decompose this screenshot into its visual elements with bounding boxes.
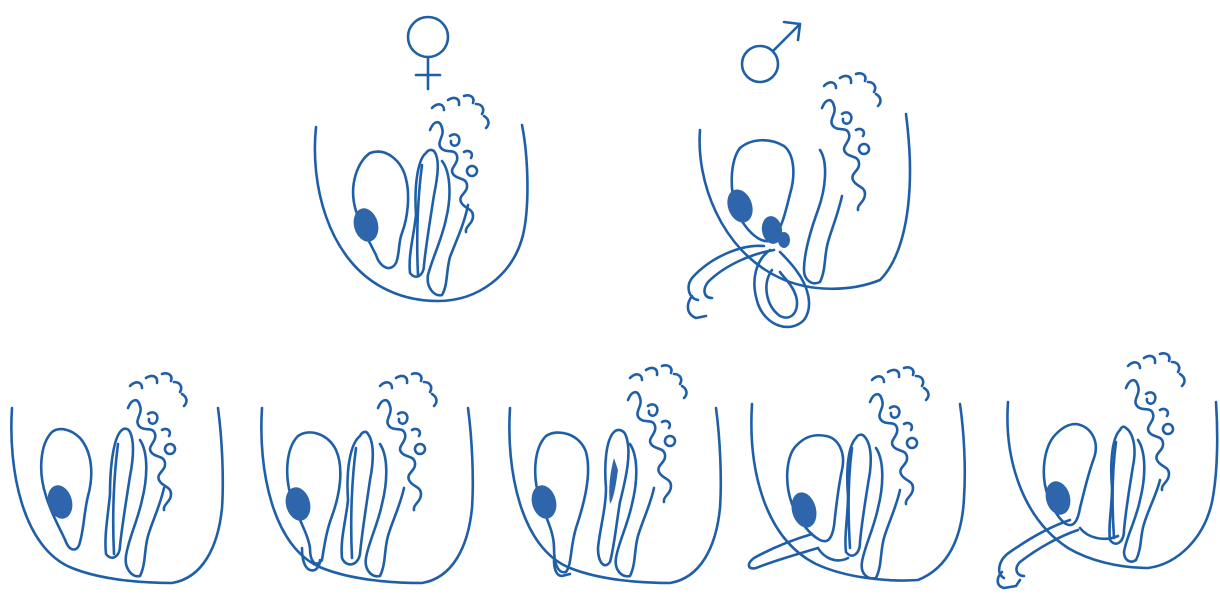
male-symbol-icon — [742, 22, 800, 82]
male-pelvis-sagittal-diagram — [688, 73, 910, 327]
female-symbol-icon — [408, 17, 448, 89]
stage-2-pelvis-diagram — [261, 373, 472, 583]
stage-1-pelvis-diagram — [11, 373, 222, 583]
female-pelvis-sagittal-diagram — [315, 95, 528, 301]
stage-3-pelvis-diagram — [509, 365, 720, 583]
stage-5-pelvis-diagram — [998, 353, 1217, 588]
stage-4-pelvis-diagram — [749, 367, 965, 580]
